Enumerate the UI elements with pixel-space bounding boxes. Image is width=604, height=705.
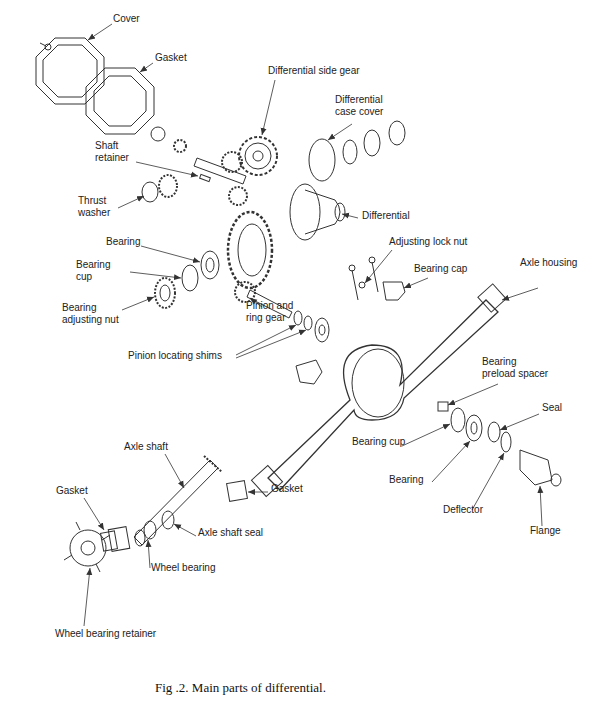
part-label: Bearing: [106, 236, 140, 248]
part-label: Flange: [530, 525, 561, 537]
part-label: Bearing cap: [414, 263, 467, 275]
part-label: Cover: [113, 13, 140, 25]
part-label: Pinion and ring gear: [246, 300, 306, 324]
part-label: Axle shaft seal: [198, 527, 263, 539]
part-label: Axle shaft: [124, 441, 168, 453]
exploded-parts: [36, 38, 561, 572]
part-label: Pinion locating shims: [128, 350, 222, 362]
part-label: Wheel bearing retainer: [55, 628, 156, 640]
part-label: Thrust washer: [78, 195, 123, 219]
part-label: Bearing cup: [352, 436, 405, 448]
part-label: Gasket: [155, 52, 187, 64]
part-label: Bearing cup: [76, 259, 126, 283]
part-label: Axle housing: [520, 257, 577, 269]
part-label: Differential side gear: [268, 65, 360, 77]
part-label: Differential case cover: [335, 94, 405, 118]
part-label: Adjusting lock nut: [389, 236, 467, 248]
leader-lines: [84, 24, 542, 626]
part-label: Gasket: [271, 483, 303, 495]
part-label: Wheel bearing: [151, 562, 215, 574]
part-label: Deflector: [443, 504, 483, 516]
part-label: Shaft retainer: [95, 140, 143, 164]
part-label: Seal: [542, 402, 562, 414]
part-label: Bearing adjusting nut: [62, 302, 127, 326]
part-label: Bearing preload spacer: [482, 356, 552, 380]
part-label: Differential: [362, 210, 410, 222]
part-label: Bearing: [389, 474, 423, 486]
part-label: Gasket: [56, 485, 88, 497]
figure-caption: Fig .2. Main parts of differential.: [155, 680, 326, 696]
